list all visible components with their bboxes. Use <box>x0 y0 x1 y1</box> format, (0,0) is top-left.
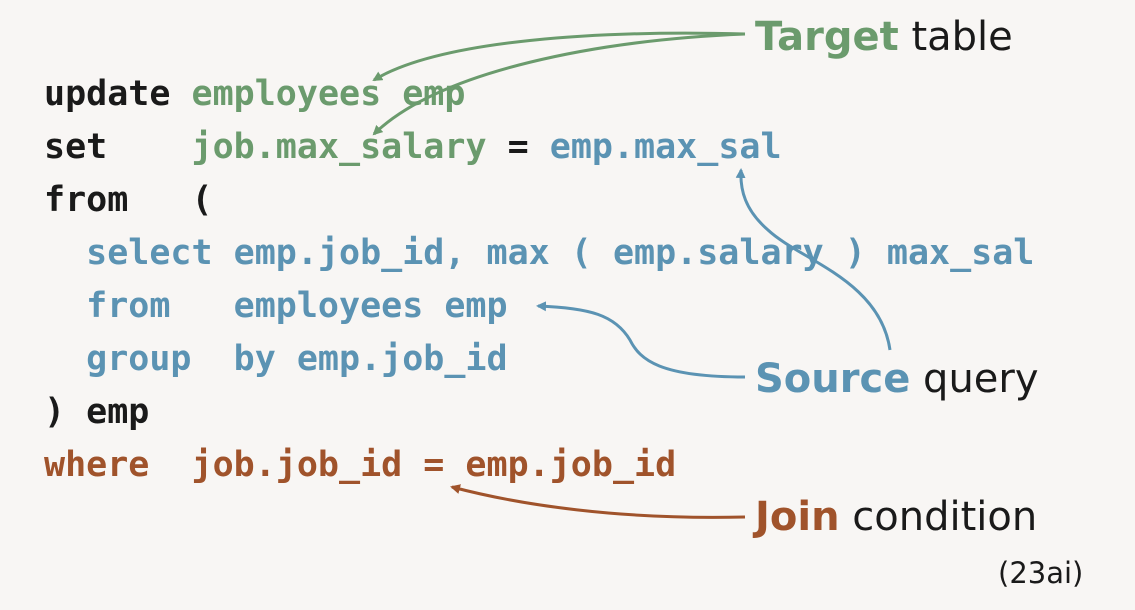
source-label-rest: query <box>910 356 1039 402</box>
code-token: employees emp <box>191 74 466 114</box>
version-tag: (23ai) <box>998 556 1084 590</box>
code-token: ) emp <box>44 392 150 432</box>
target-table-label: Target table <box>755 14 1013 60</box>
code-line: from employees emp <box>44 280 1034 333</box>
code-token: set <box>44 127 192 167</box>
code-token: = <box>486 127 550 167</box>
code-token: where job.job_id = emp.job_id <box>44 445 677 485</box>
code-line: set job.max_salary = emp.max_sal <box>44 121 1034 174</box>
join-label-rest: condition <box>839 494 1038 540</box>
code-token: group by emp.job_id <box>44 339 508 379</box>
code-line: update employees emp <box>44 68 1034 121</box>
code-token: from employees emp <box>44 286 508 326</box>
source-label-strong: Source <box>755 356 911 402</box>
target-label-strong: Target <box>755 14 899 60</box>
code-line: group by emp.job_id <box>44 333 1034 386</box>
target-label-rest: table <box>898 14 1013 60</box>
code-line: from ( <box>44 174 1034 227</box>
code-token: emp.max_sal <box>549 127 782 167</box>
code-line: where job.job_id = emp.job_id <box>44 439 1034 492</box>
join-condition-label: Join condition <box>755 494 1037 540</box>
join-label-strong: Join <box>755 494 840 540</box>
code-line: ) emp <box>44 386 1034 439</box>
source-query-label: Source query <box>755 356 1039 402</box>
code-token: update <box>44 74 192 114</box>
code-token: select emp.job_id, max ( emp.salary ) ma… <box>44 233 1035 273</box>
code-token: from ( <box>44 180 213 220</box>
code-line: select emp.job_id, max ( emp.salary ) ma… <box>44 227 1034 280</box>
code-token: job.max_salary <box>191 127 487 167</box>
